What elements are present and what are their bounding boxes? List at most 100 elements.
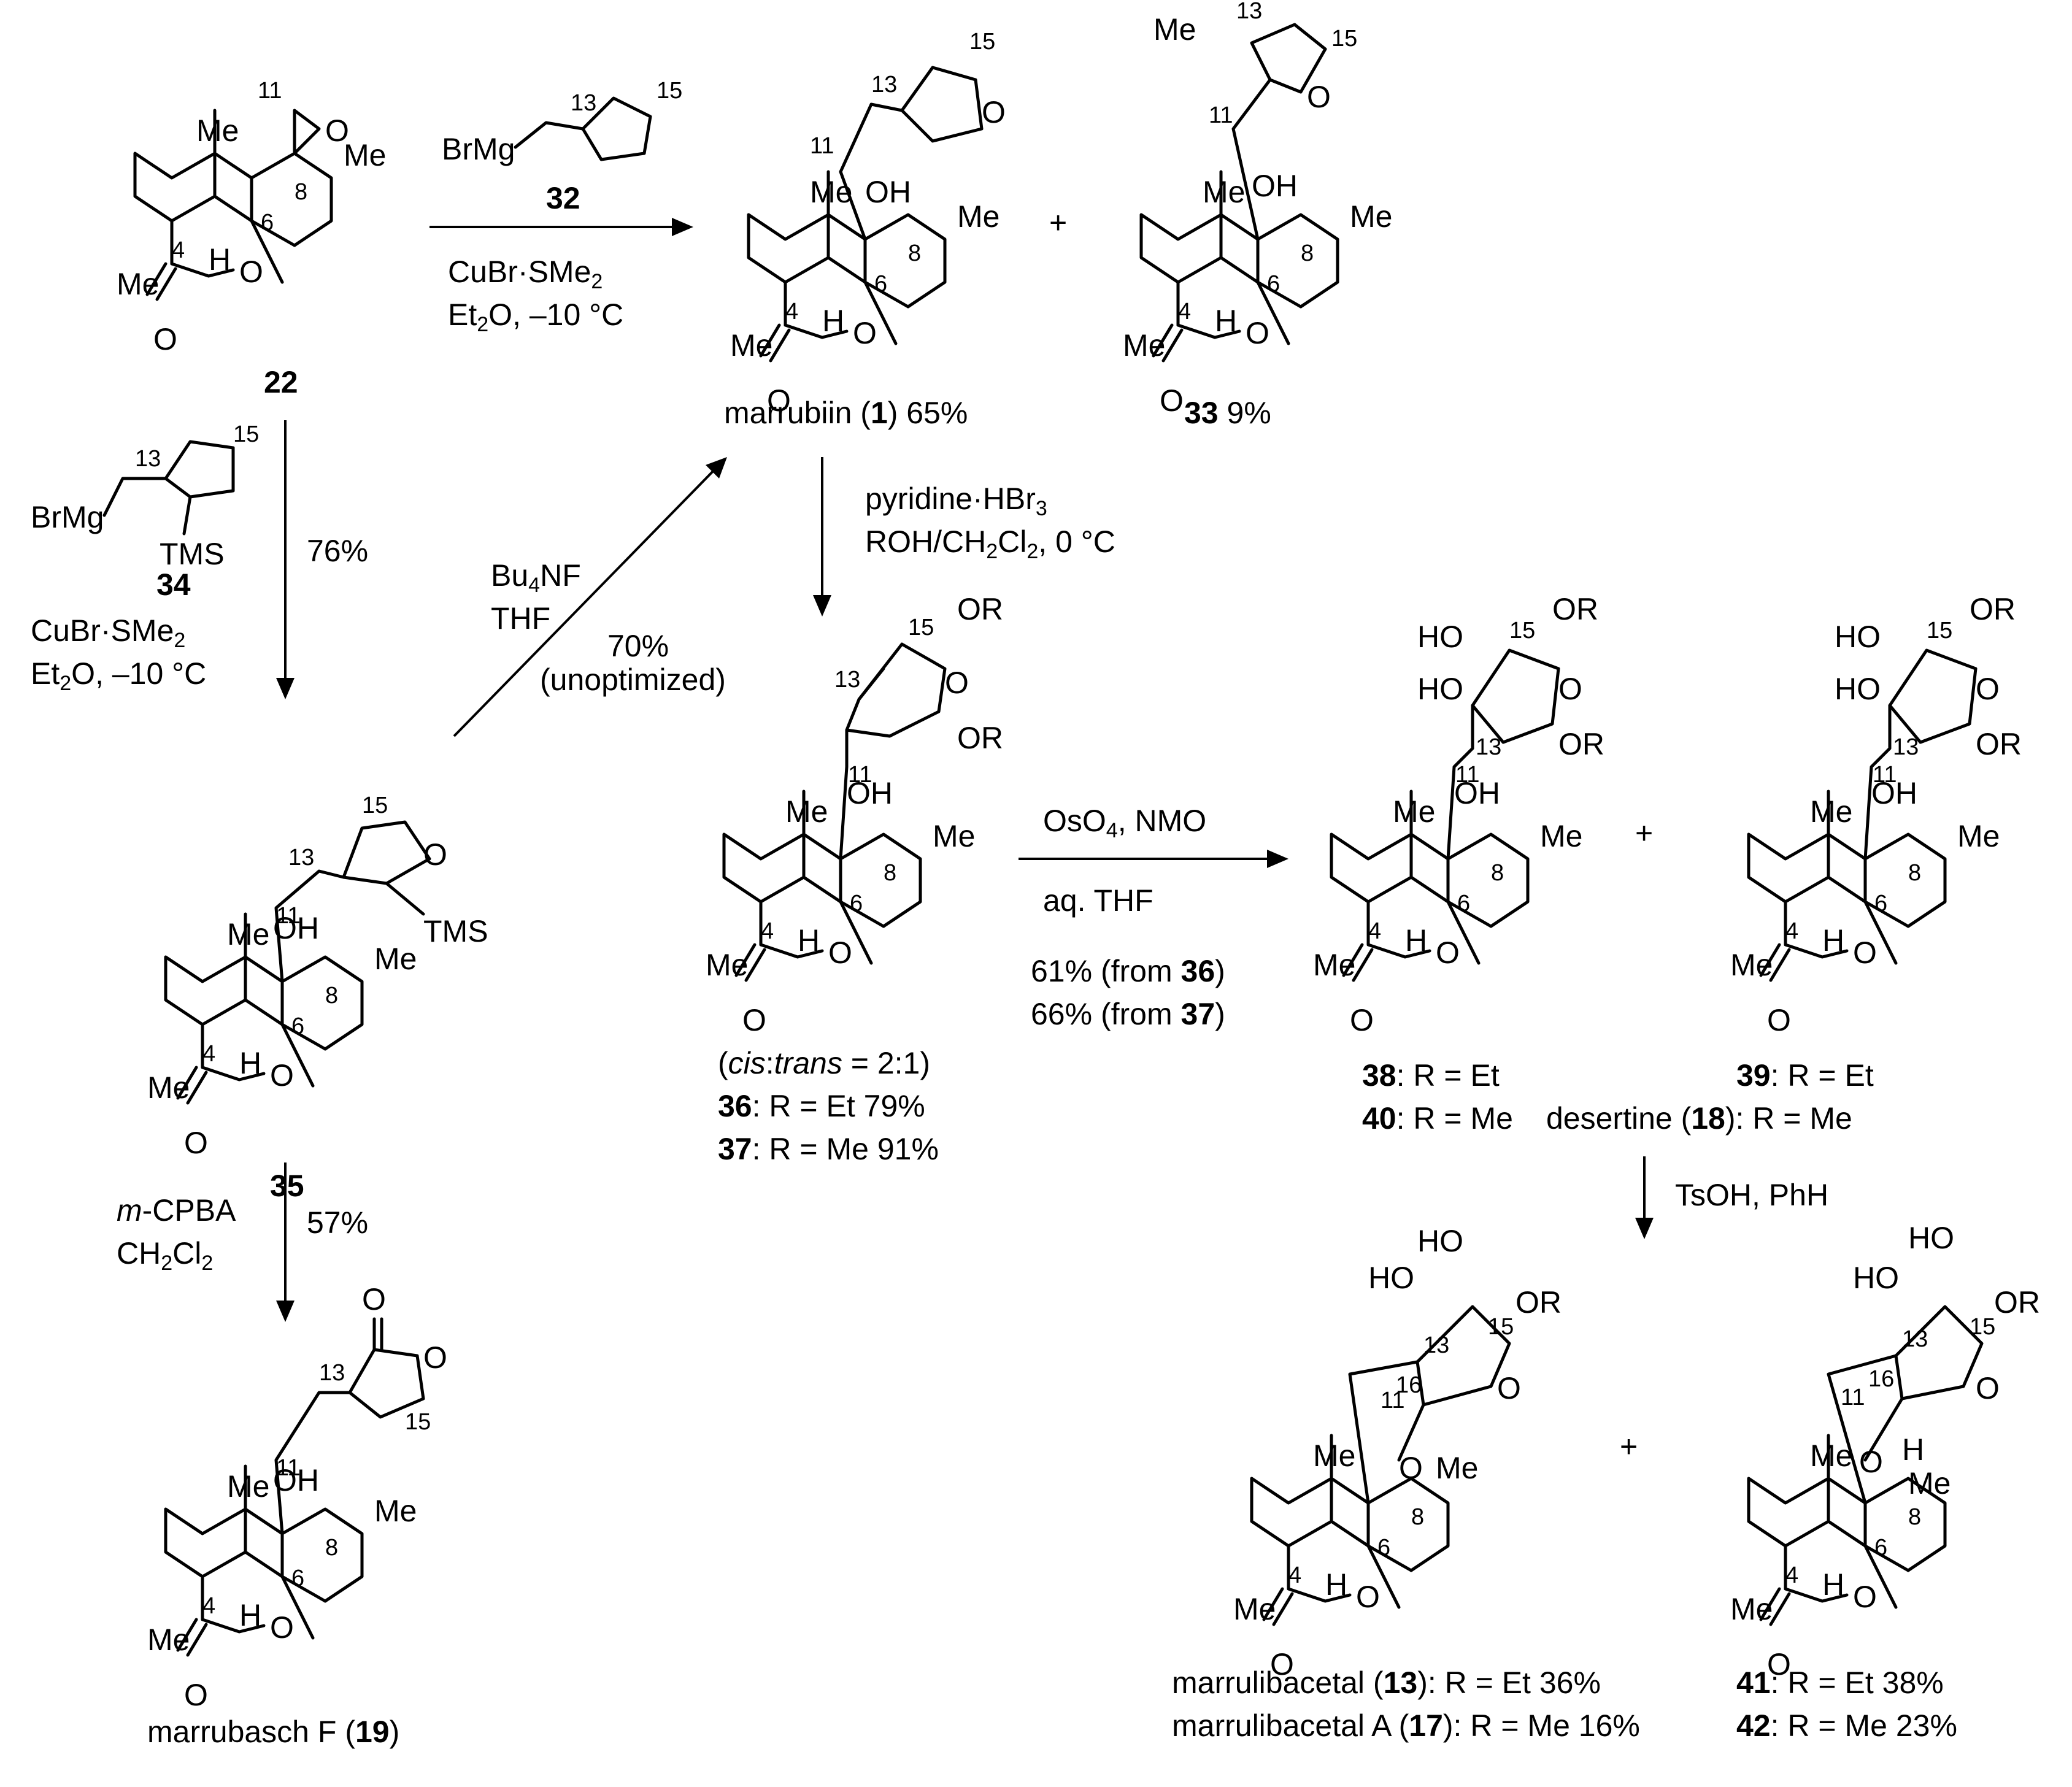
locant-8: 8 — [325, 1535, 338, 1561]
reagent-32: BrMg 13 15 32 — [442, 78, 682, 215]
hydroxyl-label: HO — [1417, 620, 1463, 654]
locant-13: 13 — [1476, 734, 1501, 760]
me-label: Me — [1350, 199, 1392, 234]
hydroxyl-label: OH — [847, 776, 893, 810]
locant-4: 4 — [202, 1593, 215, 1619]
condition-line2: aq. THF — [1043, 883, 1153, 918]
compound-22: Me Me Me O O O H 4 6 8 11 22 — [117, 78, 386, 399]
locant-6: 6 — [1267, 271, 1280, 297]
me-label: Me — [227, 1469, 269, 1504]
hydrogen-label: H — [1325, 1567, 1347, 1602]
me-label: Me — [1540, 819, 1582, 853]
me-label: Me — [933, 819, 975, 853]
oxygen-label: O — [828, 936, 852, 970]
oxygen-label: O — [1356, 1580, 1380, 1614]
arrow-35-to-19: m-CPBA CH2Cl2 57% — [117, 1163, 368, 1322]
locant-15: 15 — [405, 1409, 431, 1435]
step-yield: 57% — [307, 1205, 368, 1240]
locant-8: 8 — [884, 860, 896, 886]
compound-caption: 36: R = Et 79% — [718, 1089, 925, 1123]
locant-11: 11 — [1841, 1385, 1865, 1410]
me-label: Me — [810, 175, 852, 209]
locant-15: 15 — [1927, 618, 1952, 644]
hydrogen-label: H — [1822, 923, 1844, 958]
locant-15: 15 — [1509, 618, 1535, 644]
condition-line1: CuBr·SMe2 — [448, 255, 603, 293]
me-label: Me — [1957, 819, 2000, 853]
oxygen-label: O — [1350, 1003, 1374, 1037]
me-label: Me — [344, 138, 386, 172]
oxygen-label: O — [767, 383, 791, 418]
locant-11: 11 — [1209, 102, 1233, 128]
me-label: Me — [1730, 948, 1773, 982]
compound-caption: 40: R = Me — [1362, 1101, 1513, 1136]
locant-13: 13 — [135, 446, 161, 472]
ratio-label: (cis:trans = 2:1) — [718, 1046, 930, 1080]
compound-caption: 41: R = Et 38% — [1736, 1666, 1944, 1700]
me-label: Me — [785, 794, 828, 829]
hydroxyl-label: HO — [1417, 1224, 1463, 1258]
compound-39-desertine: Me Me Me OH O O H 4 6 8 11 13 15 O OR OR… — [1546, 592, 2022, 1136]
oxygen-label: O — [270, 1058, 294, 1093]
alkoxy-label: OR — [1558, 727, 1604, 761]
locant-13: 13 — [1423, 1332, 1449, 1358]
hydrogen-label: H — [798, 923, 820, 958]
locant-8: 8 — [908, 240, 921, 266]
hydroxyl-label: HO — [1835, 620, 1881, 654]
locant-11: 11 — [1381, 1388, 1404, 1413]
compound-id: 35 — [270, 1169, 304, 1203]
plus-sign: + — [1620, 1429, 1638, 1464]
hydroxyl-label: HO — [1368, 1261, 1414, 1295]
me-label: Me — [1203, 175, 1245, 209]
condition-line2: Et2O, –10 °C — [31, 656, 206, 695]
locant-13: 13 — [319, 1360, 345, 1386]
locant-16: 16 — [1396, 1372, 1422, 1398]
locant-11: 11 — [810, 133, 834, 159]
arrow-22-to-marrubiin: CuBr·SMe2 Et2O, –10 °C — [429, 218, 693, 336]
locant-11: 11 — [276, 1455, 300, 1481]
me-label: Me — [227, 917, 269, 951]
oxygen-label: O — [1307, 80, 1331, 114]
step-yield: 76% — [307, 534, 368, 568]
compound-caption: 38: R = Et — [1362, 1058, 1500, 1093]
condition-line2: ROH/CH2Cl2, 0 °C — [865, 525, 1115, 563]
alkoxy-label: OR — [957, 592, 1003, 626]
locant-8: 8 — [1908, 1504, 1921, 1530]
hydroxyl-label: HO — [1908, 1221, 1954, 1255]
oxygen-label: O — [239, 255, 263, 289]
condition-line2: Et2O, –10 °C — [448, 298, 623, 336]
me-label: Me — [374, 1494, 417, 1528]
locant-13: 13 — [834, 667, 860, 693]
locant-6: 6 — [1874, 891, 1887, 917]
locant-6: 6 — [291, 1566, 304, 1591]
locant-6: 6 — [261, 210, 274, 236]
plus-sign: + — [1635, 816, 1653, 850]
oxygen-label: O — [1399, 1451, 1423, 1485]
step-note: (unoptimized) — [540, 663, 726, 697]
plus-sign: + — [1049, 206, 1067, 240]
compound-38-40: Me Me Me OH O O H 4 6 8 11 13 15 O OR OR… — [1313, 592, 1604, 1136]
alkoxy-label: OR — [1970, 592, 2016, 626]
compound-marrulibacetal: Me Me O O H 4 6 8 11 O Me 13 15 16 O HO … — [1172, 1224, 1640, 1743]
oxygen-label: O — [1859, 1445, 1883, 1479]
oxygen-label: O — [1160, 383, 1184, 418]
me-label: Me — [1123, 328, 1165, 363]
arrow-to-acetals: TsOH, PhH — [1635, 1156, 1828, 1239]
compound-caption: 39: R = Et — [1736, 1058, 1874, 1093]
locant-4: 4 — [785, 299, 798, 325]
tms-label: TMS — [160, 537, 225, 571]
oxygen-label: O — [1976, 1371, 2000, 1405]
oxygen-label: O — [1436, 936, 1460, 970]
solvent-label: THF — [491, 601, 550, 636]
arrow-22-to-35: 76% CuBr·SMe2 Et2O, –10 °C — [31, 420, 368, 699]
hydroxyl-label: OH — [273, 911, 319, 945]
locant-6: 6 — [1377, 1535, 1390, 1561]
condition-line1: OsO4, NMO — [1043, 804, 1206, 842]
alkoxy-label: OR — [957, 721, 1003, 755]
locant-15: 15 — [969, 29, 995, 55]
locant-4: 4 — [761, 918, 774, 944]
reagent-34: BrMg TMS 13 15 34 — [31, 421, 259, 602]
hydroxyl-label: OH — [273, 1463, 319, 1497]
locant-15: 15 — [1331, 26, 1357, 52]
locant-13: 13 — [1893, 734, 1919, 760]
